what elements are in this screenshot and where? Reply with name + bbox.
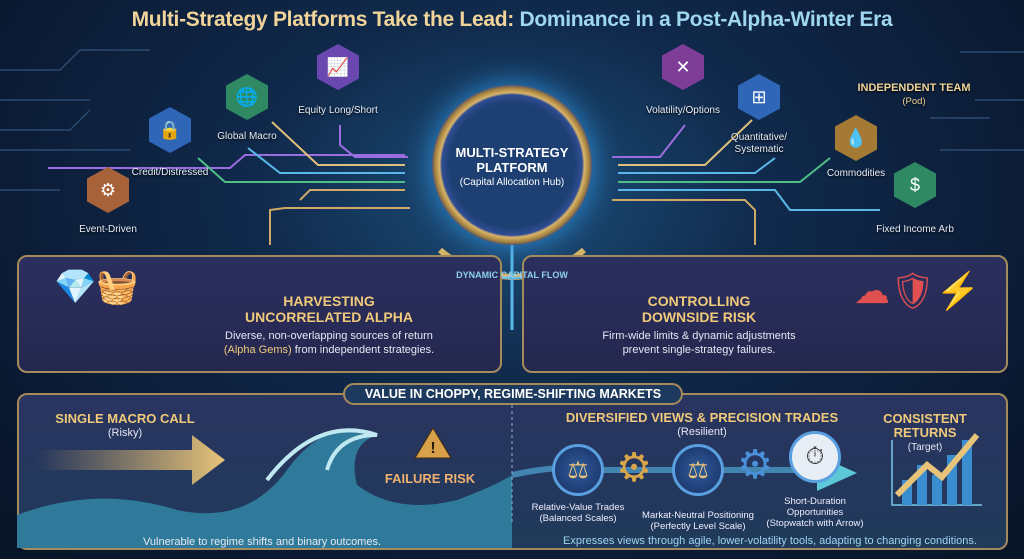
independent-team-label: INDEPENDENT TEAM(Pod) [857, 82, 971, 107]
hub-subtitle: (Capital Allocation Hub) [459, 177, 565, 188]
capital-allocation-hub [432, 85, 592, 245]
alpha-description: Diverse, non-overlapping sources of retu… [223, 330, 435, 356]
balanced-scales-icon: ⚖ [552, 444, 604, 496]
connector-volatility [612, 124, 686, 158]
connector-global-macro [271, 121, 405, 166]
event-driven-gear-icon: ⚙ [87, 167, 129, 213]
gear-icon: ⚙ [616, 446, 652, 490]
returns-sub: (Target) [907, 442, 943, 453]
single-caption: Vulnerable to regime shifts and binary o… [142, 536, 382, 548]
strategy-label-commodities: Commodities [826, 168, 886, 179]
alpha-gems-basket-icon: 💎🧺 [54, 268, 139, 306]
strategy-label-quant: Quantitative/Systematic [730, 132, 788, 155]
diversified-caption: Expresses views through agile, lower-vol… [563, 535, 977, 547]
section-banner: VALUE IN CHOPPY, REGIME-SHIFTING MARKETS [343, 383, 683, 405]
strategy-label-event-driven: Event-Driven [79, 224, 137, 235]
connector-gold-1 [299, 189, 405, 201]
fixed-income-dollar-hand-icon: $ [894, 162, 936, 208]
connector-quant [618, 119, 753, 166]
level-scale-icon: ⚖ [672, 444, 724, 496]
wave [17, 429, 512, 548]
shield-lock-storm-icon: ☁🛡⚡ [854, 270, 981, 311]
connector-quant-blue [618, 157, 776, 174]
hub-title-line2: PLATFORM [476, 160, 548, 175]
single-call-arrow [37, 435, 225, 485]
market-neutral-label: Markat-Neutral Positioning(Perfectly Lev… [642, 510, 754, 532]
connector-credit [197, 157, 405, 183]
warning-icon [414, 427, 452, 459]
strategy-label-credit: Credit/Distressed [131, 167, 209, 178]
connector-fixed-income [618, 189, 880, 211]
strategy-label-equity: Equity Long/Short [298, 105, 378, 116]
connector-gold-2 [269, 207, 410, 245]
returns-trend-arrow [894, 433, 980, 498]
strategy-label-global-macro: Global Macro [217, 131, 277, 142]
diversified-sub: (Resilient) [677, 426, 727, 438]
single-macro-sub: (Risky) [107, 427, 143, 439]
strategy-label-volatility: Volatility/Options [646, 105, 720, 116]
connector-macro-blue [247, 147, 405, 174]
connector-commodities [618, 157, 831, 183]
dynamic-capital-flow-label: DYNAMIC CAPITAL FLOW [456, 270, 568, 280]
page-title: Multi-Strategy Platforms Take the Lead: … [131, 8, 893, 31]
stopwatch-icon: ⏱ [789, 431, 841, 483]
svg-text:!: ! [430, 440, 435, 457]
relative-value-label: Relative-Value Trades(Balanced Scales) [531, 502, 625, 524]
connector-equity [339, 125, 408, 158]
hub-title-line1: MULTI-STRATEGY [455, 145, 569, 160]
connector-gold-3 [612, 199, 756, 245]
connector-event-driven [48, 154, 405, 169]
strategy-label-fixed-income: Fixed Income Arb [876, 224, 954, 235]
failure-risk-label: FAILURE RISK [384, 471, 476, 486]
compass-gear-icon: ⚙ [737, 443, 773, 487]
single-macro-title: SINGLE MACRO CALL [55, 411, 195, 426]
diversified-title: DIVERSIFIED VIEWS & PRECISION TRADES [565, 410, 839, 425]
